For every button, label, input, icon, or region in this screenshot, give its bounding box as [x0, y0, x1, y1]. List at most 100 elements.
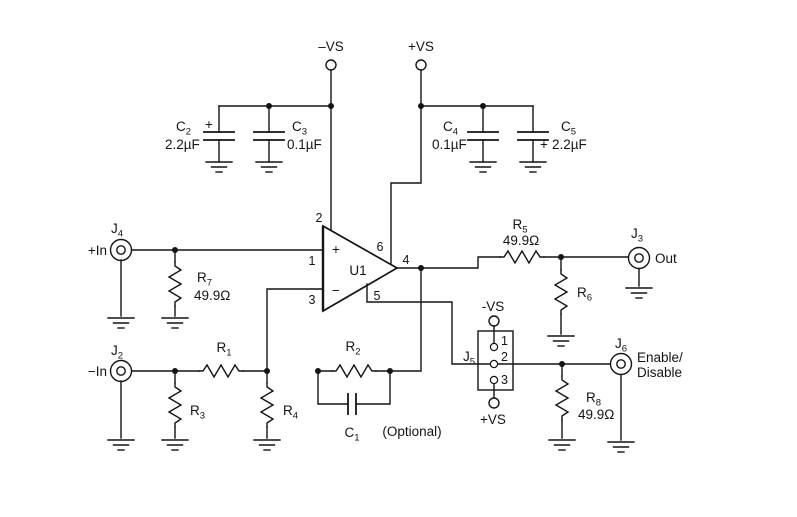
ground-icon	[625, 287, 653, 299]
neg-supply-terminal	[325, 59, 337, 71]
inverting-input-wire	[266, 288, 324, 372]
j5-pin2-hole	[489, 359, 499, 369]
resistor-r2: R2	[317, 339, 391, 378]
c2-polarity: +	[205, 117, 213, 132]
j5-bottom-label: +VS	[480, 412, 506, 427]
c4-label: C4	[443, 119, 458, 138]
resistor-r5: R5 49.9Ω	[499, 217, 545, 264]
r5-value: 49.9Ω	[503, 233, 539, 248]
r7-value: 49.9Ω	[194, 288, 230, 303]
c4-value: 0.1µF	[432, 137, 467, 152]
j5-pin1-number: 1	[501, 334, 508, 348]
r8-value: 49.9Ω	[578, 407, 614, 422]
junction-dot	[266, 103, 272, 109]
ground-icon	[469, 161, 497, 173]
j5-pos-terminal	[488, 397, 500, 409]
junction-dot	[172, 368, 178, 374]
j4-connector	[109, 238, 133, 262]
feedback-wire	[389, 267, 422, 372]
j6-signal-label-line1: Enable/	[637, 350, 683, 365]
jumper-j5: -VS 1 2 3 J5 +VS	[463, 299, 514, 427]
j6-label: J6	[615, 336, 627, 355]
r8-body	[555, 375, 569, 421]
r3-body	[168, 382, 182, 428]
pos-supply-rail: +VS	[390, 39, 534, 264]
opamp-pin2: 2	[316, 211, 323, 225]
c2-value: 2.2µF	[165, 137, 200, 152]
input-jack-j2: J2 −In	[88, 343, 200, 451]
r1-body	[198, 364, 244, 378]
c1-leads	[317, 370, 391, 405]
opamp-pin4: 4	[403, 253, 410, 267]
pos-supply-terminal	[415, 59, 427, 71]
j5-pin2-number: 2	[501, 350, 508, 364]
junction-dot	[558, 254, 564, 260]
resistor-r7: R7 49.9Ω	[161, 249, 230, 329]
resistor-r6: R6	[547, 256, 592, 347]
j3-connector	[627, 246, 651, 270]
opamp-pin6: 6	[377, 240, 384, 254]
opamp-pin1: 1	[309, 254, 316, 268]
capacitor-c2: C2 + 2.2µF	[165, 105, 235, 173]
c3-label: C3	[292, 119, 307, 138]
neg-supply-wire	[218, 69, 332, 231]
ground-icon	[107, 439, 135, 451]
c2-label: C2	[176, 119, 191, 138]
junction-dot	[559, 361, 565, 367]
c5-polarity: +	[540, 137, 548, 152]
enable-jack-j6: J6 Enable/ Disable	[607, 336, 683, 453]
pos-supply-label: +VS	[408, 39, 434, 54]
opamp-pin3: 3	[309, 293, 316, 307]
j4-label: J4	[111, 221, 123, 240]
r2-body	[331, 364, 377, 378]
ground-icon	[253, 439, 281, 451]
opamp-inv-mark: −	[332, 283, 340, 298]
junction-dot	[387, 368, 393, 374]
r2-label: R2	[345, 339, 360, 358]
ground-icon	[519, 161, 547, 173]
j6-signal-label-line2: Disable	[637, 365, 682, 380]
opamp-name: U1	[349, 263, 366, 278]
resistor-r4: R4	[253, 370, 298, 451]
junction-dot	[418, 265, 424, 271]
ground-icon	[107, 317, 135, 329]
neg-supply-rail: –VS	[218, 39, 344, 231]
r7-label: R7	[197, 270, 212, 289]
ground-icon	[607, 441, 635, 453]
j6-connector	[609, 352, 633, 376]
junction-dot	[172, 247, 178, 253]
j3-signal-label: Out	[655, 251, 677, 266]
c1-label: C1	[344, 425, 359, 444]
c5-value: 2.2µF	[552, 137, 587, 152]
r6-label: R6	[577, 285, 592, 304]
r6-body	[554, 269, 568, 315]
j3-label: J3	[631, 226, 643, 245]
input-jack-j4: J4 +In	[88, 221, 324, 329]
c1-note: (Optional)	[382, 424, 441, 439]
ground-icon	[548, 439, 576, 451]
c5-label: C5	[561, 119, 576, 138]
opamp-u1: U1 + − 1 2 3 4 5 6	[309, 211, 410, 313]
j5-neg-terminal	[488, 315, 500, 327]
opamp-noninv-mark: +	[332, 242, 340, 257]
capacitor-c3: C3 0.1µF	[253, 105, 322, 173]
resistor-r1: R1	[198, 340, 268, 378]
r4-label: R4	[283, 403, 298, 422]
j5-pin1-hole	[489, 342, 499, 352]
j5-pin3-number: 3	[501, 373, 508, 387]
ground-icon	[547, 335, 575, 347]
r7-body	[168, 261, 182, 307]
j2-label: J2	[111, 343, 123, 362]
resistor-r8: R8 49.9Ω	[548, 363, 614, 451]
j2-connector	[109, 359, 133, 383]
junction-dot	[315, 368, 321, 374]
ground-icon	[161, 317, 189, 329]
ground-icon	[205, 161, 233, 173]
j5-top-label: -VS	[482, 299, 505, 314]
capacitor-c4: C4 0.1µF	[432, 105, 499, 173]
j5-header-box	[477, 330, 514, 391]
output-jack-j3: J3 Out	[625, 226, 677, 299]
j2-signal-label: −In	[88, 364, 107, 379]
r1-label: R1	[216, 340, 231, 359]
